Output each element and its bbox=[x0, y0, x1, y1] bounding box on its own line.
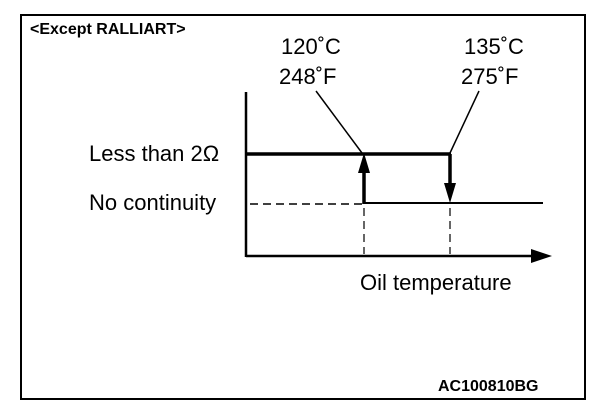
turn-on-arrow bbox=[358, 153, 370, 173]
leader-line-120 bbox=[315, 90, 363, 154]
level-label-low: No continuity bbox=[89, 190, 217, 215]
x-axis-arrow bbox=[531, 249, 552, 263]
level-label-high: Less than 2Ω bbox=[89, 141, 220, 166]
leader-line-135 bbox=[449, 90, 480, 154]
diagram-frame bbox=[20, 14, 586, 400]
turn-on-temp-celsius: 120˚C bbox=[281, 34, 341, 59]
turn-off-temp-fahrenheit: 275˚F bbox=[461, 64, 519, 89]
turn-off-arrow bbox=[444, 183, 456, 203]
turn-off-temp-celsius: 135˚C bbox=[464, 34, 524, 59]
turn-on-temp-fahrenheit: 248˚F bbox=[279, 64, 337, 89]
figure-code: AC100810BG bbox=[438, 378, 539, 395]
diagram-header: <Except RALLIART> bbox=[30, 21, 186, 38]
x-axis-label: Oil temperature bbox=[360, 270, 512, 295]
